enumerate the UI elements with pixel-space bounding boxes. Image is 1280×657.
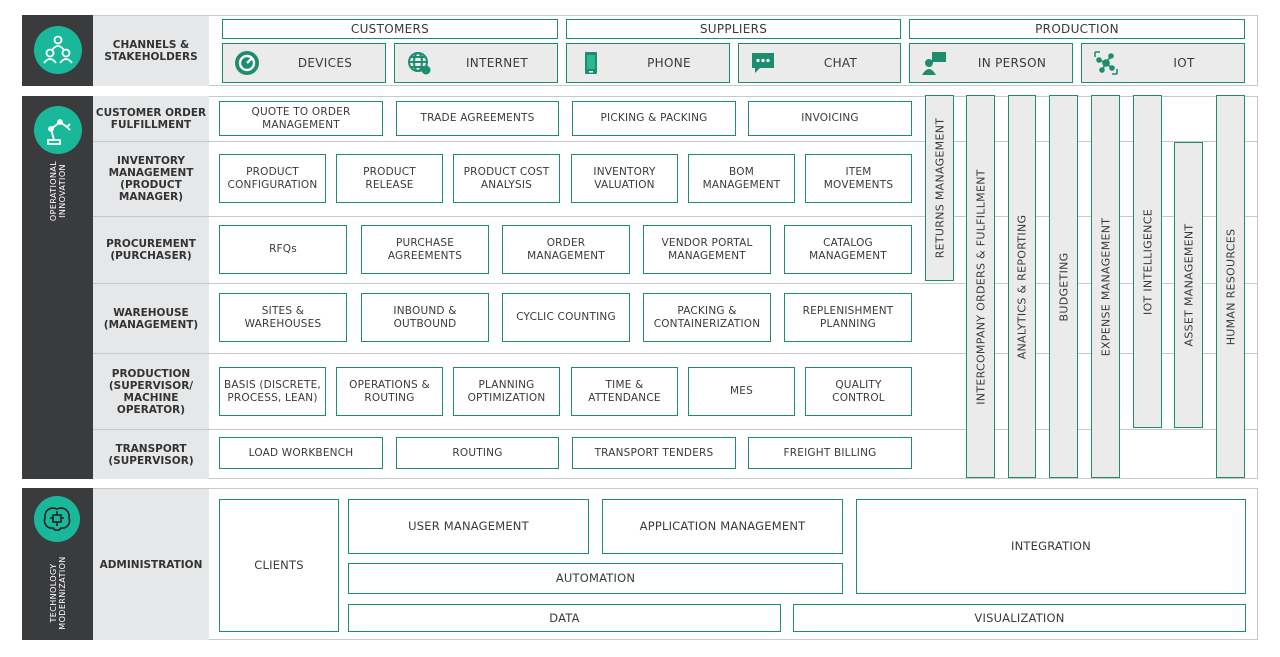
application-management-box[interactable]: APPLICATION MANAGEMENT xyxy=(602,499,843,554)
row-label-warehouse: WAREHOUSE (MANAGEMENT) xyxy=(93,283,209,353)
capability-mes[interactable]: MES xyxy=(688,367,795,416)
vertical-expense-management[interactable]: EXPENSE MANAGEMENT xyxy=(1091,95,1120,478)
capability-item-movements[interactable]: ITEM MOVEMENTS xyxy=(805,154,912,203)
channel-label: PHONE xyxy=(647,56,691,70)
row-divider xyxy=(209,216,1258,217)
capability-quote-to-order[interactable]: QUOTE TO ORDER MANAGEMENT xyxy=(219,101,383,136)
capability-purchase-agreements[interactable]: PURCHASE AGREEMENTS xyxy=(361,225,489,274)
channel-internet[interactable]: INTERNET xyxy=(394,43,558,83)
row-label-inventory: INVENTORY MANAGEMENT (PRODUCT MANAGER) xyxy=(93,141,209,216)
vertical-asset-management[interactable]: ASSET MANAGEMENT xyxy=(1174,142,1203,428)
gauge-icon xyxy=(229,50,265,76)
iot-icon xyxy=(1088,50,1124,76)
capability-picking-packing[interactable]: PICKING & PACKING xyxy=(572,101,736,136)
capability-invoicing[interactable]: INVOICING xyxy=(748,101,912,136)
integration-box[interactable]: INTEGRATION xyxy=(856,499,1246,594)
data-box[interactable]: DATA xyxy=(348,604,781,632)
operational-side-bar xyxy=(22,96,93,479)
vertical-intercompany-orders[interactable]: INTERCOMPANY ORDERS & FULFILLMENT xyxy=(966,95,995,478)
row-label-procurement: PROCUREMENT (PURCHASER) xyxy=(93,216,209,283)
capability-packing-containerization[interactable]: PACKING & CONTAINERIZATION xyxy=(643,293,771,342)
capability-quality-control[interactable]: QUALITY CONTROL xyxy=(805,367,912,416)
capability-transport-tenders[interactable]: TRANSPORT TENDERS xyxy=(572,437,736,469)
capability-inventory-valuation[interactable]: INVENTORY VALUATION xyxy=(571,154,678,203)
capability-load-workbench[interactable]: LOAD WORKBENCH xyxy=(219,437,383,469)
channel-label: INTERNET xyxy=(465,56,529,70)
channel-iot[interactable]: IOT xyxy=(1081,43,1245,83)
capability-order-management[interactable]: ORDER MANAGEMENT xyxy=(502,225,630,274)
channel-label: IOT xyxy=(1173,56,1195,70)
capability-replenishment-planning[interactable]: REPLENISHMENT PLANNING xyxy=(784,293,912,342)
capability-vendor-portal[interactable]: VENDOR PORTAL MANAGEMENT xyxy=(643,225,771,274)
channel-chat[interactable]: CHAT xyxy=(738,43,901,83)
capability-time-attendance[interactable]: TIME & ATTENDANCE xyxy=(571,367,678,416)
capability-sites-warehouses[interactable]: SITES & WAREHOUSES xyxy=(219,293,347,342)
capability-product-cost-analysis[interactable]: PRODUCT COST ANALYSIS xyxy=(453,154,560,203)
vertical-label: ANALYTICS & REPORTING xyxy=(1015,214,1029,359)
capability-inbound-outbound[interactable]: INBOUND & OUTBOUND xyxy=(361,293,489,342)
capability-basis[interactable]: BASIS (DISCRETE, PROCESS, LEAN) xyxy=(219,367,326,416)
vertical-label: INTERCOMPANY ORDERS & FULFILLMENT xyxy=(974,168,987,405)
vertical-label: IOT INTELLIGENCE xyxy=(1141,208,1154,315)
vertical-label: ASSET MANAGEMENT xyxy=(1182,223,1195,347)
operational-side-label: OPERATIONAL INNOVATION xyxy=(49,160,67,222)
vertical-human-resources[interactable]: HUMAN RESOURCES xyxy=(1216,95,1245,478)
row-label-customer-order: CUSTOMER ORDER FULFILLMENT xyxy=(93,96,209,141)
capability-catalog-management[interactable]: CATALOG MANAGEMENT xyxy=(784,225,912,274)
vertical-label: EXPENSE MANAGEMENT xyxy=(1099,217,1112,356)
group-header-suppliers: SUPPLIERS xyxy=(566,19,901,39)
vertical-label: HUMAN RESOURCES xyxy=(1224,228,1237,345)
capability-planning-optimization[interactable]: PLANNING OPTIMIZATION xyxy=(453,367,560,416)
group-header-customers: CUSTOMERS xyxy=(222,19,558,39)
person-icon xyxy=(916,50,952,76)
row-label-production: PRODUCTION (SUPERVISOR/ MACHINE OPERATOR… xyxy=(93,353,209,429)
vertical-iot-intelligence[interactable]: IOT INTELLIGENCE xyxy=(1133,95,1162,428)
group-header-production: PRODUCTION xyxy=(909,19,1245,39)
channel-label: IN PERSON xyxy=(977,56,1047,70)
vertical-label: RETURNS MANAGEMENT xyxy=(933,117,946,259)
clients-box[interactable]: CLIENTS xyxy=(219,499,339,632)
channel-phone[interactable]: PHONE xyxy=(566,43,730,83)
visualization-box[interactable]: VISUALIZATION xyxy=(793,604,1246,632)
automation-box[interactable]: AUTOMATION xyxy=(348,563,843,594)
vertical-returns-management[interactable]: RETURNS MANAGEMENT xyxy=(925,95,954,281)
row-label-transport: TRANSPORT (SUPERVISOR) xyxy=(93,429,209,479)
chat-icon xyxy=(745,50,781,76)
capability-freight-billing[interactable]: FREIGHT BILLING xyxy=(748,437,912,469)
row-divider xyxy=(209,353,1258,354)
vertical-label: BUDGETING xyxy=(1057,252,1070,321)
technology-side-label: TECHNOLOGY MODERNIZATION xyxy=(49,556,67,630)
channel-in-person[interactable]: IN PERSON xyxy=(909,43,1073,83)
capability-trade-agreements[interactable]: TRADE AGREEMENTS xyxy=(396,101,559,136)
channel-devices[interactable]: DEVICES xyxy=(222,43,386,83)
phone-icon xyxy=(573,50,609,76)
capability-product-release[interactable]: PRODUCT RELEASE xyxy=(336,154,443,203)
channel-label: CHAT xyxy=(823,56,858,70)
administration-label: ADMINISTRATION xyxy=(93,488,209,640)
vertical-budgeting[interactable]: BUDGETING xyxy=(1049,95,1078,478)
capability-bom-management[interactable]: BOM MANAGEMENT xyxy=(688,154,795,203)
row-divider xyxy=(209,141,1258,142)
channels-label: CHANNELS & STAKEHOLDERS xyxy=(93,15,209,86)
row-divider xyxy=(209,283,1258,284)
robot-arm-icon xyxy=(34,106,82,154)
brain-chip-icon xyxy=(34,496,80,542)
vertical-analytics-reporting[interactable]: ANALYTICS & REPORTING xyxy=(1008,95,1036,478)
capability-product-configuration[interactable]: PRODUCT CONFIGURATION xyxy=(219,154,326,203)
capability-rfqs[interactable]: RFQs xyxy=(219,225,347,274)
globe-icon xyxy=(401,50,437,76)
channel-label: DEVICES xyxy=(297,56,353,70)
row-divider xyxy=(209,429,1258,430)
capability-operations-routing[interactable]: OPERATIONS & ROUTING xyxy=(336,367,443,416)
user-management-box[interactable]: USER MANAGEMENT xyxy=(348,499,589,554)
capability-routing[interactable]: ROUTING xyxy=(396,437,559,469)
stakeholders-icon xyxy=(34,26,82,74)
capability-cyclic-counting[interactable]: CYCLIC COUNTING xyxy=(502,293,630,342)
